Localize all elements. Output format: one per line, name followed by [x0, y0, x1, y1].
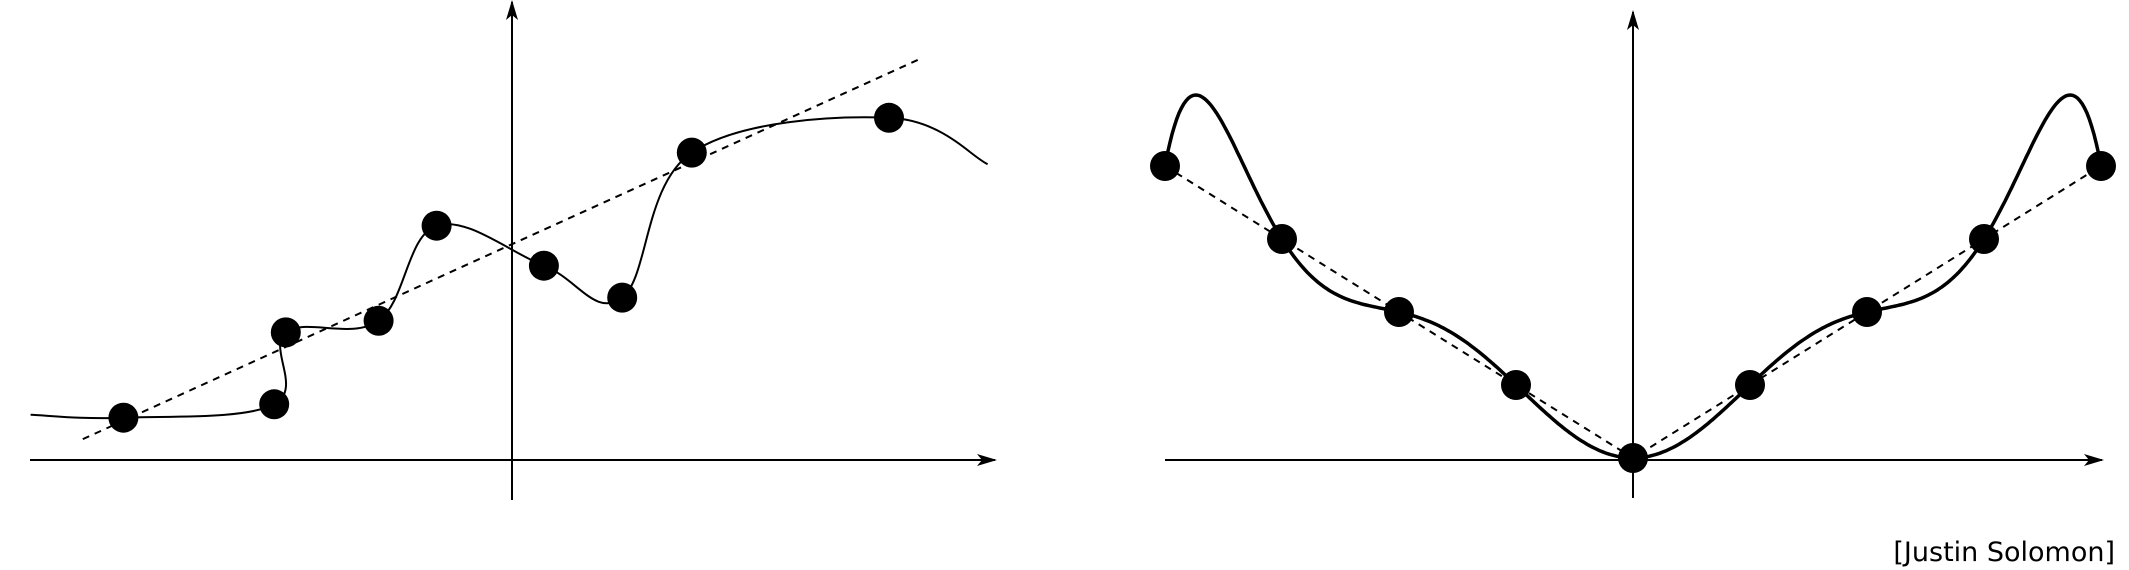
- left-panel: [30, 0, 997, 500]
- left-data-point: [607, 282, 638, 313]
- right-data-point: [1384, 297, 1414, 327]
- right-data-point: [1150, 151, 1180, 181]
- left-data-points: [108, 102, 904, 433]
- right-data-point: [1618, 443, 1648, 473]
- right-data-points: [1150, 151, 2116, 473]
- left-data-point: [421, 210, 452, 241]
- left-data-point: [108, 402, 139, 433]
- left-data-point: [259, 389, 290, 420]
- left-data-point: [676, 137, 707, 168]
- right-data-point: [1267, 224, 1297, 254]
- image-credit: [Justin Solomon]: [1893, 537, 2115, 568]
- right-data-point: [1735, 370, 1765, 400]
- right-data-point: [1852, 297, 1882, 327]
- left-linear-fit-line: [82, 58, 919, 441]
- right-panel: [1150, 10, 2116, 498]
- right-data-point: [2086, 151, 2116, 181]
- left-data-point: [363, 305, 394, 336]
- left-data-point: [528, 250, 559, 281]
- left-data-point: [270, 317, 301, 348]
- right-data-point: [1501, 370, 1531, 400]
- right-data-point: [1969, 224, 1999, 254]
- left-interpolating-curve: [30, 116, 989, 420]
- left-data-point: [874, 102, 904, 133]
